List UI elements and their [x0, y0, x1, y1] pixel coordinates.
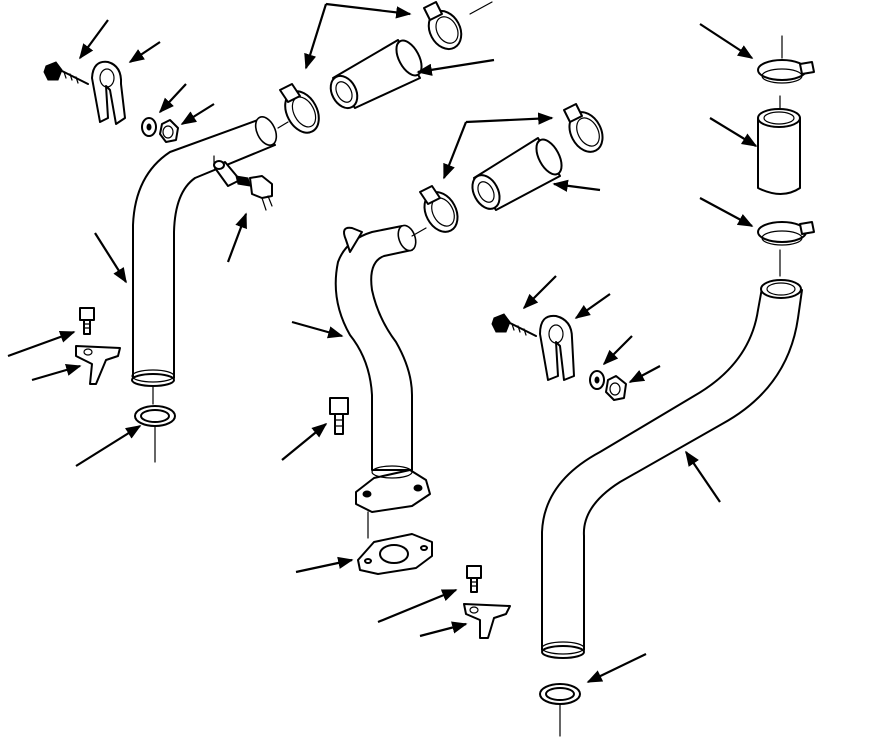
clamp-right-bottom: [757, 221, 815, 246]
clamp-top-1: [279, 83, 320, 134]
pipe-right: [541, 279, 803, 659]
pipe-center: [334, 224, 431, 513]
o-ring-right: [539, 683, 581, 737]
washer-center: [589, 370, 605, 390]
bracket-bottom-center: [463, 603, 511, 639]
hose-right: [757, 108, 801, 195]
nut-left: [159, 119, 179, 143]
leader-arrows: [7, 2, 758, 683]
pipe-left: [131, 116, 278, 387]
clamp-center-1: [419, 185, 459, 233]
bolt-bottom-center: [466, 565, 482, 593]
temperature-sensor: [235, 175, 273, 211]
hose-center: [471, 137, 563, 211]
gasket: [357, 511, 433, 575]
bolt-left-bracket: [79, 307, 95, 335]
bolt-left-clip: [43, 61, 89, 85]
o-ring-left: [134, 405, 176, 463]
hose-top-left: [329, 39, 423, 110]
nut-center: [605, 375, 627, 401]
bracket-left: [75, 345, 121, 385]
p-clip-left: [91, 60, 126, 125]
clamp-top-2: [423, 1, 463, 51]
clamp-right-top: [757, 35, 815, 84]
p-clip-center: [539, 314, 575, 381]
clamp-center-2: [563, 103, 604, 153]
bolt-center-clip: [491, 313, 537, 337]
bolt-center: [329, 397, 349, 435]
washer-left: [141, 117, 157, 137]
